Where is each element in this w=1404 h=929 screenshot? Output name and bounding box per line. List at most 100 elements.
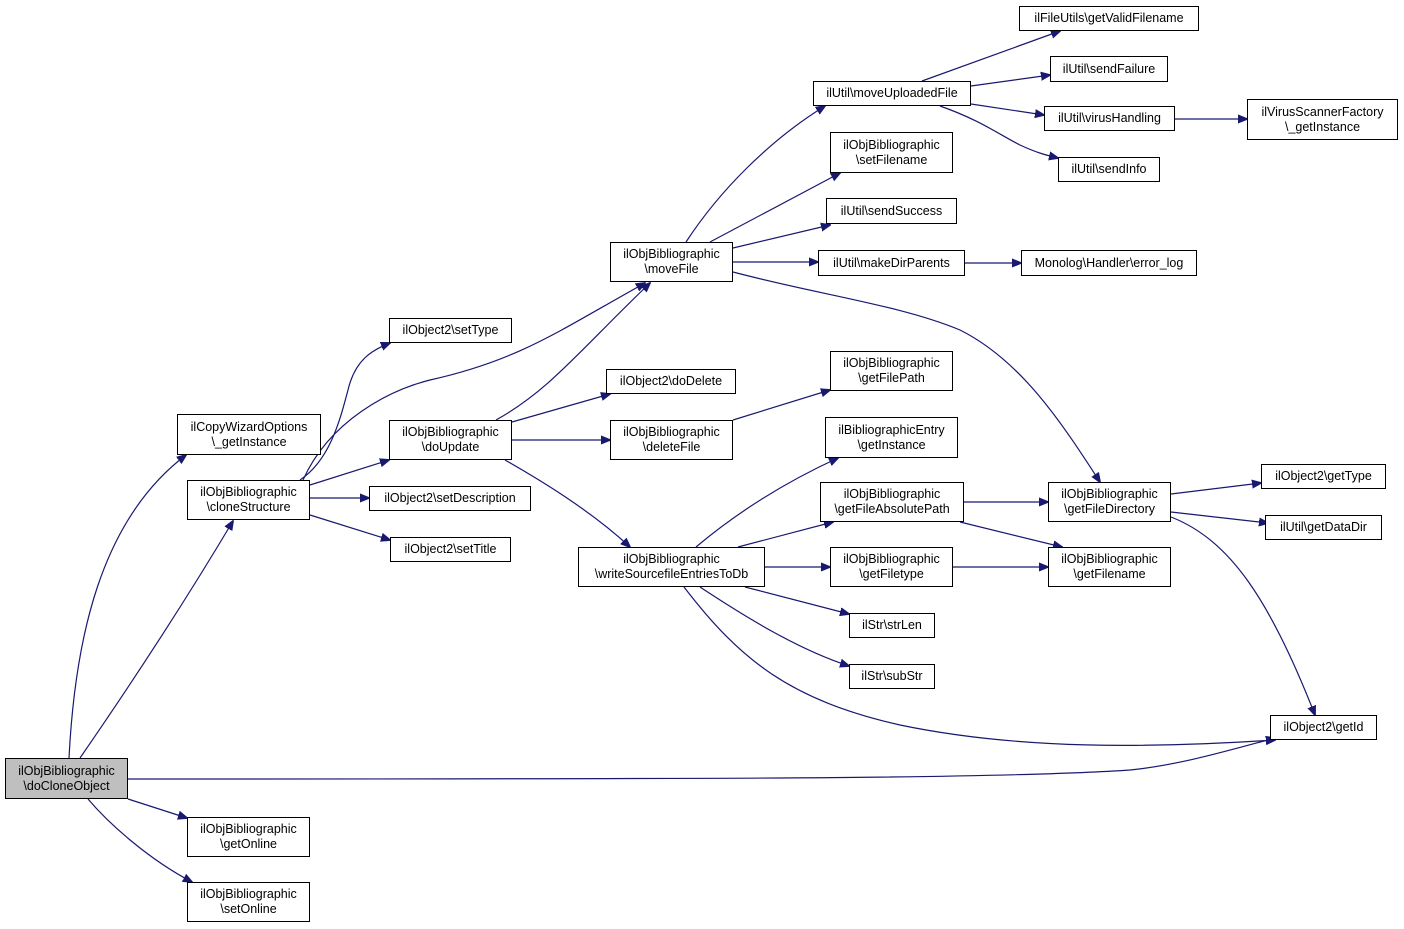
node-label-line: ilObject2\setDescription [384, 491, 516, 505]
node-label-line: ilObjBibliographic [1061, 552, 1158, 566]
node-setTitle[interactable]: ilObject2\setTitle [390, 537, 511, 562]
call-edge-moveUploaded-to-virusHandling [970, 103, 1044, 115]
node-label-line: ilObjBibliographic [623, 425, 720, 439]
call-edge-getFileDirectory-to-getDataDir [1170, 511, 1268, 523]
call-edge-cloneStructure-to-setTitle [309, 514, 390, 540]
node-setDescription[interactable]: ilObject2\setDescription [369, 486, 531, 511]
node-label-line: Monolog\Handler\error_log [1034, 255, 1184, 270]
node-getDataDir[interactable]: ilUtil\getDataDir [1265, 515, 1382, 540]
call-edge-cloneStructure-to-setType [299, 343, 390, 481]
node-moveFile[interactable]: ilObjBibliographic\moveFile [610, 242, 733, 282]
node-strLen[interactable]: ilStr\strLen [849, 613, 935, 638]
call-edge-deleteFile-to-getFilePath [732, 390, 830, 421]
node-getFileAbsolutePath[interactable]: ilObjBibliographic\getFileAbsolutePath [820, 482, 964, 522]
node-label-line: \doUpdate [421, 440, 480, 454]
node-label-line: ilVirusScannerFactory [1261, 104, 1384, 119]
node-getType[interactable]: ilObject2\getType [1261, 464, 1386, 489]
node-label-line: \moveFile [644, 262, 699, 276]
node-sendInfo[interactable]: ilUtil\sendInfo [1058, 157, 1160, 182]
node-label-line: ilObjBibliographic [843, 487, 941, 501]
node-getFilename[interactable]: ilObjBibliographic\getFilename [1048, 547, 1171, 587]
node-label-line: ilUtil\sendFailure [1062, 61, 1156, 76]
node-getFilePath[interactable]: ilObjBibliographic\getFilePath [830, 351, 953, 391]
call-edge-doCloneObject-to-cloneStructure [79, 521, 233, 759]
call-edge-writeSource-to-subStr [699, 586, 849, 666]
call-edge-writeSource-to-bibEntryGetInstance [695, 458, 838, 548]
node-label-line: ilBibliographicEntry [838, 422, 945, 437]
node-label-line: ilObject2\doDelete [619, 374, 723, 388]
node-doDelete[interactable]: ilObject2\doDelete [606, 369, 736, 394]
call-edge-moveFile-to-setFilename [709, 173, 840, 243]
call-edge-cloneStructure-to-moveFile [302, 283, 645, 481]
node-bibEntryGetInstance[interactable]: ilBibliographicEntry\getInstance [825, 417, 958, 458]
node-virusHandling[interactable]: ilUtil\virusHandling [1044, 106, 1175, 131]
node-label-line: ilUtil\makeDirParents [833, 255, 950, 270]
node-label-line: \getFilePath [858, 371, 925, 385]
node-label-line: \getFiletype [859, 567, 924, 581]
node-label-line: ilObjBibliographic [18, 763, 115, 778]
call-edge-moveFile-to-getFileDirectory [732, 271, 1100, 482]
node-label-line: \getFilename [1073, 567, 1146, 581]
node-cwGetInstance[interactable]: ilCopyWizardOptions\_getInstance [177, 414, 321, 455]
node-getFiletype[interactable]: ilObjBibliographic\getFiletype [830, 547, 953, 587]
node-label-line: ilObject2\getType [1275, 469, 1372, 483]
node-label-line: ilUtil\virusHandling [1058, 111, 1161, 125]
node-label-line: ilStr\strLen [862, 618, 922, 632]
node-label-line: ilUtil\moveUploadedFile [826, 86, 958, 100]
node-makeDirParents[interactable]: ilUtil\makeDirParents [818, 250, 965, 276]
call-edge-doCloneObject-to-setOnline [87, 798, 192, 882]
call-edge-writeSource-to-getId [683, 586, 1275, 746]
node-moveUploaded[interactable]: ilUtil\moveUploadedFile [813, 81, 971, 106]
node-getValidFilename[interactable]: ilFileUtils\getValidFilename [1019, 6, 1199, 31]
node-getId[interactable]: ilObject2\getId [1270, 715, 1377, 740]
call-edge-writeSource-to-getFileAbsolutePath [737, 522, 833, 548]
node-label-line: ilObjBibliographic [1061, 487, 1158, 501]
node-label-line: ilObjBibliographic [843, 137, 940, 152]
node-label-line: \_getInstance [1284, 119, 1361, 134]
node-label-line: ilObjBibliographic [200, 887, 297, 901]
node-sendFailure[interactable]: ilUtil\sendFailure [1050, 56, 1168, 82]
call-edge-moveUploaded-to-sendFailure [970, 75, 1050, 87]
call-edge-writeSource-to-strLen [744, 586, 849, 614]
node-errorLog[interactable]: Monolog\Handler\error_log [1021, 250, 1197, 276]
call-edge-doUpdate-to-doDelete [511, 394, 610, 423]
node-label-line: \writeSourcefileEntriesToDb [594, 567, 749, 581]
call-edge-doCloneObject-to-getOnline [127, 798, 187, 818]
call-edge-moveFile-to-moveUploaded [685, 106, 825, 243]
call-edge-doUpdate-to-writeSource [504, 459, 630, 547]
node-virusScannerGetInstance[interactable]: ilVirusScannerFactory\_getInstance [1247, 99, 1398, 140]
node-label-line: ilUtil\sendInfo [1071, 162, 1147, 176]
node-subStr[interactable]: ilStr\subStr [849, 664, 935, 689]
node-label-line: ilStr\subStr [861, 669, 923, 683]
node-sendSuccess[interactable]: ilUtil\sendSuccess [826, 198, 957, 224]
node-label-line: \_getInstance [211, 434, 287, 449]
node-writeSource[interactable]: ilObjBibliographic\writeSourcefileEntrie… [578, 547, 765, 587]
node-label-line: ilUtil\sendSuccess [840, 203, 943, 218]
node-label-line: \getInstance [857, 437, 926, 452]
node-label-line: ilObject2\setTitle [404, 542, 497, 556]
node-cloneStructure[interactable]: ilObjBibliographic\cloneStructure [187, 480, 310, 520]
call-edge-getFileDirectory-to-getId [1170, 516, 1315, 715]
node-setFilename[interactable]: ilObjBibliographic\setFilename [830, 132, 953, 173]
node-setOnline[interactable]: ilObjBibliographic\setOnline [187, 882, 310, 922]
node-getOnline[interactable]: ilObjBibliographic\getOnline [187, 817, 310, 857]
node-getFileDirectory[interactable]: ilObjBibliographic\getFileDirectory [1048, 482, 1171, 522]
node-label-line: ilObjBibliographic [843, 552, 940, 566]
node-label-line: \getOnline [220, 837, 277, 851]
node-label-line: ilObjBibliographic [200, 485, 297, 499]
node-label-line: ilObjBibliographic [843, 356, 940, 370]
node-setType[interactable]: ilObject2\setType [389, 318, 512, 343]
node-label-line: ilObject2\getId [1283, 720, 1364, 734]
node-label-line: \setFilename [855, 152, 928, 167]
node-label-line: ilObjBibliographic [623, 247, 720, 261]
call-edge-moveFile-to-sendSuccess [732, 225, 830, 249]
node-doCloneObject[interactable]: ilObjBibliographic\doCloneObject [5, 758, 128, 799]
node-deleteFile[interactable]: ilObjBibliographic\deleteFile [610, 420, 733, 460]
node-doUpdate[interactable]: ilObjBibliographic\doUpdate [389, 420, 512, 460]
node-label-line: ilCopyWizardOptions [190, 419, 308, 434]
call-edge-moveUploaded-to-getValidFilename [921, 31, 1060, 82]
node-label-line: \cloneStructure [206, 500, 291, 514]
node-label-line: ilObject2\setType [402, 323, 499, 337]
